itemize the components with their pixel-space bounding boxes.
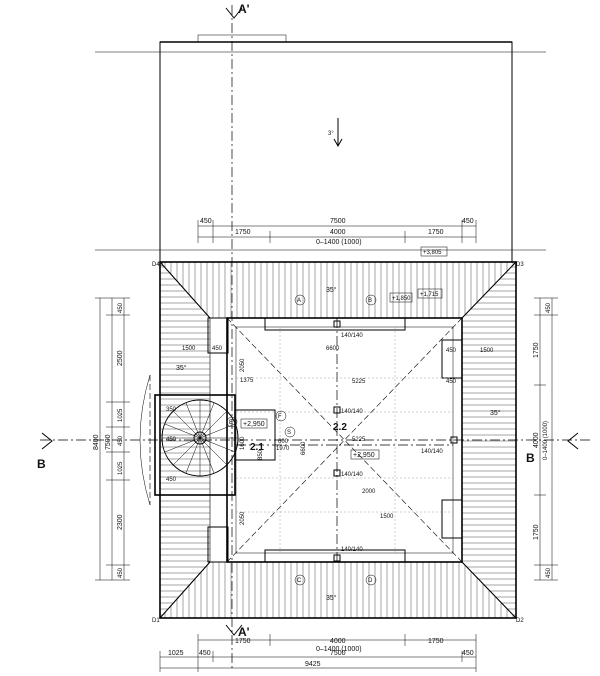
marker-e: E xyxy=(229,420,233,426)
dim-top-1750-left: 1750 xyxy=(235,229,251,236)
bottom-dimension-lines xyxy=(159,634,477,672)
dim-top-1750-right: 1750 xyxy=(428,229,444,236)
level-top: +3,805 xyxy=(423,250,442,256)
dim-bottom-7500: 7500 xyxy=(330,650,346,657)
dim-top-7500: 7500 xyxy=(330,218,346,225)
dim-left-1025-a: 1025 xyxy=(118,408,124,422)
level-mid-eave: +1,850 xyxy=(392,296,411,302)
dim-bottom-1750-left: 1750 xyxy=(235,638,251,645)
marker-c: C xyxy=(297,578,302,584)
dim-int-1375: 1375 xyxy=(240,378,254,384)
dim-bottom-sub: 0–1400 (1000) xyxy=(316,646,362,653)
section-a-top: A' xyxy=(238,2,250,16)
dim-right-1750-top: 1750 xyxy=(533,342,540,358)
beam-label-3: 140/140 xyxy=(341,472,363,478)
dim-stair-c: 450 xyxy=(166,477,177,483)
dim-top-450-left: 450 xyxy=(200,218,212,225)
marker-b: B xyxy=(368,298,372,304)
corner-bl: D1 xyxy=(152,618,160,624)
marker-s: S xyxy=(287,430,291,436)
dim-bottom-450-right: 450 xyxy=(462,650,474,657)
dim-left-2300: 2300 xyxy=(117,514,124,530)
marker-d: D xyxy=(368,578,373,584)
dim-int-1970: 1970 xyxy=(276,446,290,452)
left-dimension-lines xyxy=(95,297,130,581)
level-right-eave: +1,715 xyxy=(420,292,439,298)
right-dimension-lines xyxy=(534,297,558,581)
corner-tr: D3 xyxy=(516,262,524,268)
stair-tower xyxy=(139,374,276,506)
slope-bottom: 35° xyxy=(326,594,337,602)
posts xyxy=(333,320,458,562)
dim-top-4000: 4000 xyxy=(330,229,346,236)
section-lines xyxy=(40,5,590,670)
dim-right-sub: 0–1400 (1000) xyxy=(543,421,549,460)
dim-int-1500-b: 1500 xyxy=(480,348,494,354)
circle-markers xyxy=(226,294,377,586)
dim-bottom-total: 9425 xyxy=(305,661,321,668)
dim-top-450-right: 450 xyxy=(462,218,474,225)
dim-int-2050-a: 2050 xyxy=(240,358,246,372)
dim-int-6600-v: 6600 xyxy=(301,441,307,455)
dim-top-sub: 0–1400 (1000) xyxy=(316,239,362,246)
dim-left-2500: 2500 xyxy=(117,350,124,366)
corner-tl: D40 xyxy=(152,262,164,268)
dim-int-450-c: 450 xyxy=(446,379,457,385)
dim-int-1500-c: 1500 xyxy=(380,514,394,520)
beam-label-1: 140/140 xyxy=(341,333,363,339)
corner-br: D2 xyxy=(516,618,524,624)
slope-top: 35° xyxy=(326,286,337,294)
dim-int-1500: 1500 xyxy=(182,346,196,352)
fall-arrow-label: 3° xyxy=(328,131,334,137)
dim-int-6600: 6600 xyxy=(326,346,340,352)
fall-arrow xyxy=(333,118,343,148)
slope-right: 35° xyxy=(490,409,501,417)
dim-left-1025-b: 1025 xyxy=(118,461,124,475)
marker-a: A xyxy=(297,298,301,304)
slope-left: 35° xyxy=(176,364,187,372)
section-b-left: B xyxy=(37,457,46,471)
north-building-outline xyxy=(95,34,546,263)
dim-right-4000: 4000 xyxy=(533,432,540,448)
dim-bottom-4000: 4000 xyxy=(330,638,346,645)
dim-right-450-top: 450 xyxy=(546,302,552,313)
dim-int-450-b: 450 xyxy=(446,348,457,354)
stair-label: 2.1 xyxy=(250,442,264,453)
dim-left-450-mid: 450 xyxy=(118,435,124,446)
dim-left-7500: 7500 xyxy=(105,434,112,450)
dim-bottom-450-left: 450 xyxy=(199,650,211,657)
dim-bottom-1750-right: 1750 xyxy=(428,638,444,645)
dim-int-2000: 2000 xyxy=(362,489,376,495)
dim-stair-b: 350 xyxy=(166,407,177,413)
section-b-right: B xyxy=(526,451,535,465)
beam-label-5: 140/140 xyxy=(421,449,443,455)
dim-left-450-top: 450 xyxy=(118,302,124,313)
dim-left-8400: 8400 xyxy=(93,434,100,450)
level-tags xyxy=(240,246,448,460)
dim-bottom-1025: 1025 xyxy=(168,650,184,657)
dim-int-1600: 1600 xyxy=(240,436,246,450)
dim-int-600: 600 xyxy=(278,439,289,445)
dim-int-5225-upper: 5225 xyxy=(352,379,366,385)
beam-label-4: 140/140 xyxy=(341,547,363,553)
level-stair: +2,950 xyxy=(243,421,265,428)
dim-int-2050-b: 2050 xyxy=(240,511,246,525)
beam-label-2: 140/140 xyxy=(341,409,363,415)
dim-int-5225-lower: 5225 xyxy=(352,437,366,443)
dim-int-450-a: 450 xyxy=(212,346,223,352)
dim-left-450-bottom: 450 xyxy=(118,567,124,578)
level-center: +2,950 xyxy=(353,452,375,459)
room-label: 2.2 xyxy=(333,422,347,433)
marker-f: F xyxy=(278,414,282,420)
dim-right-1750-bottom: 1750 xyxy=(533,524,540,540)
dim-right-450-bottom: 450 xyxy=(546,567,552,578)
top-dimension-lines xyxy=(197,220,477,243)
dim-stair-a: 450 xyxy=(166,437,177,443)
section-a-bottom: A' xyxy=(238,625,250,639)
dim-int-850: 850 xyxy=(258,449,264,460)
